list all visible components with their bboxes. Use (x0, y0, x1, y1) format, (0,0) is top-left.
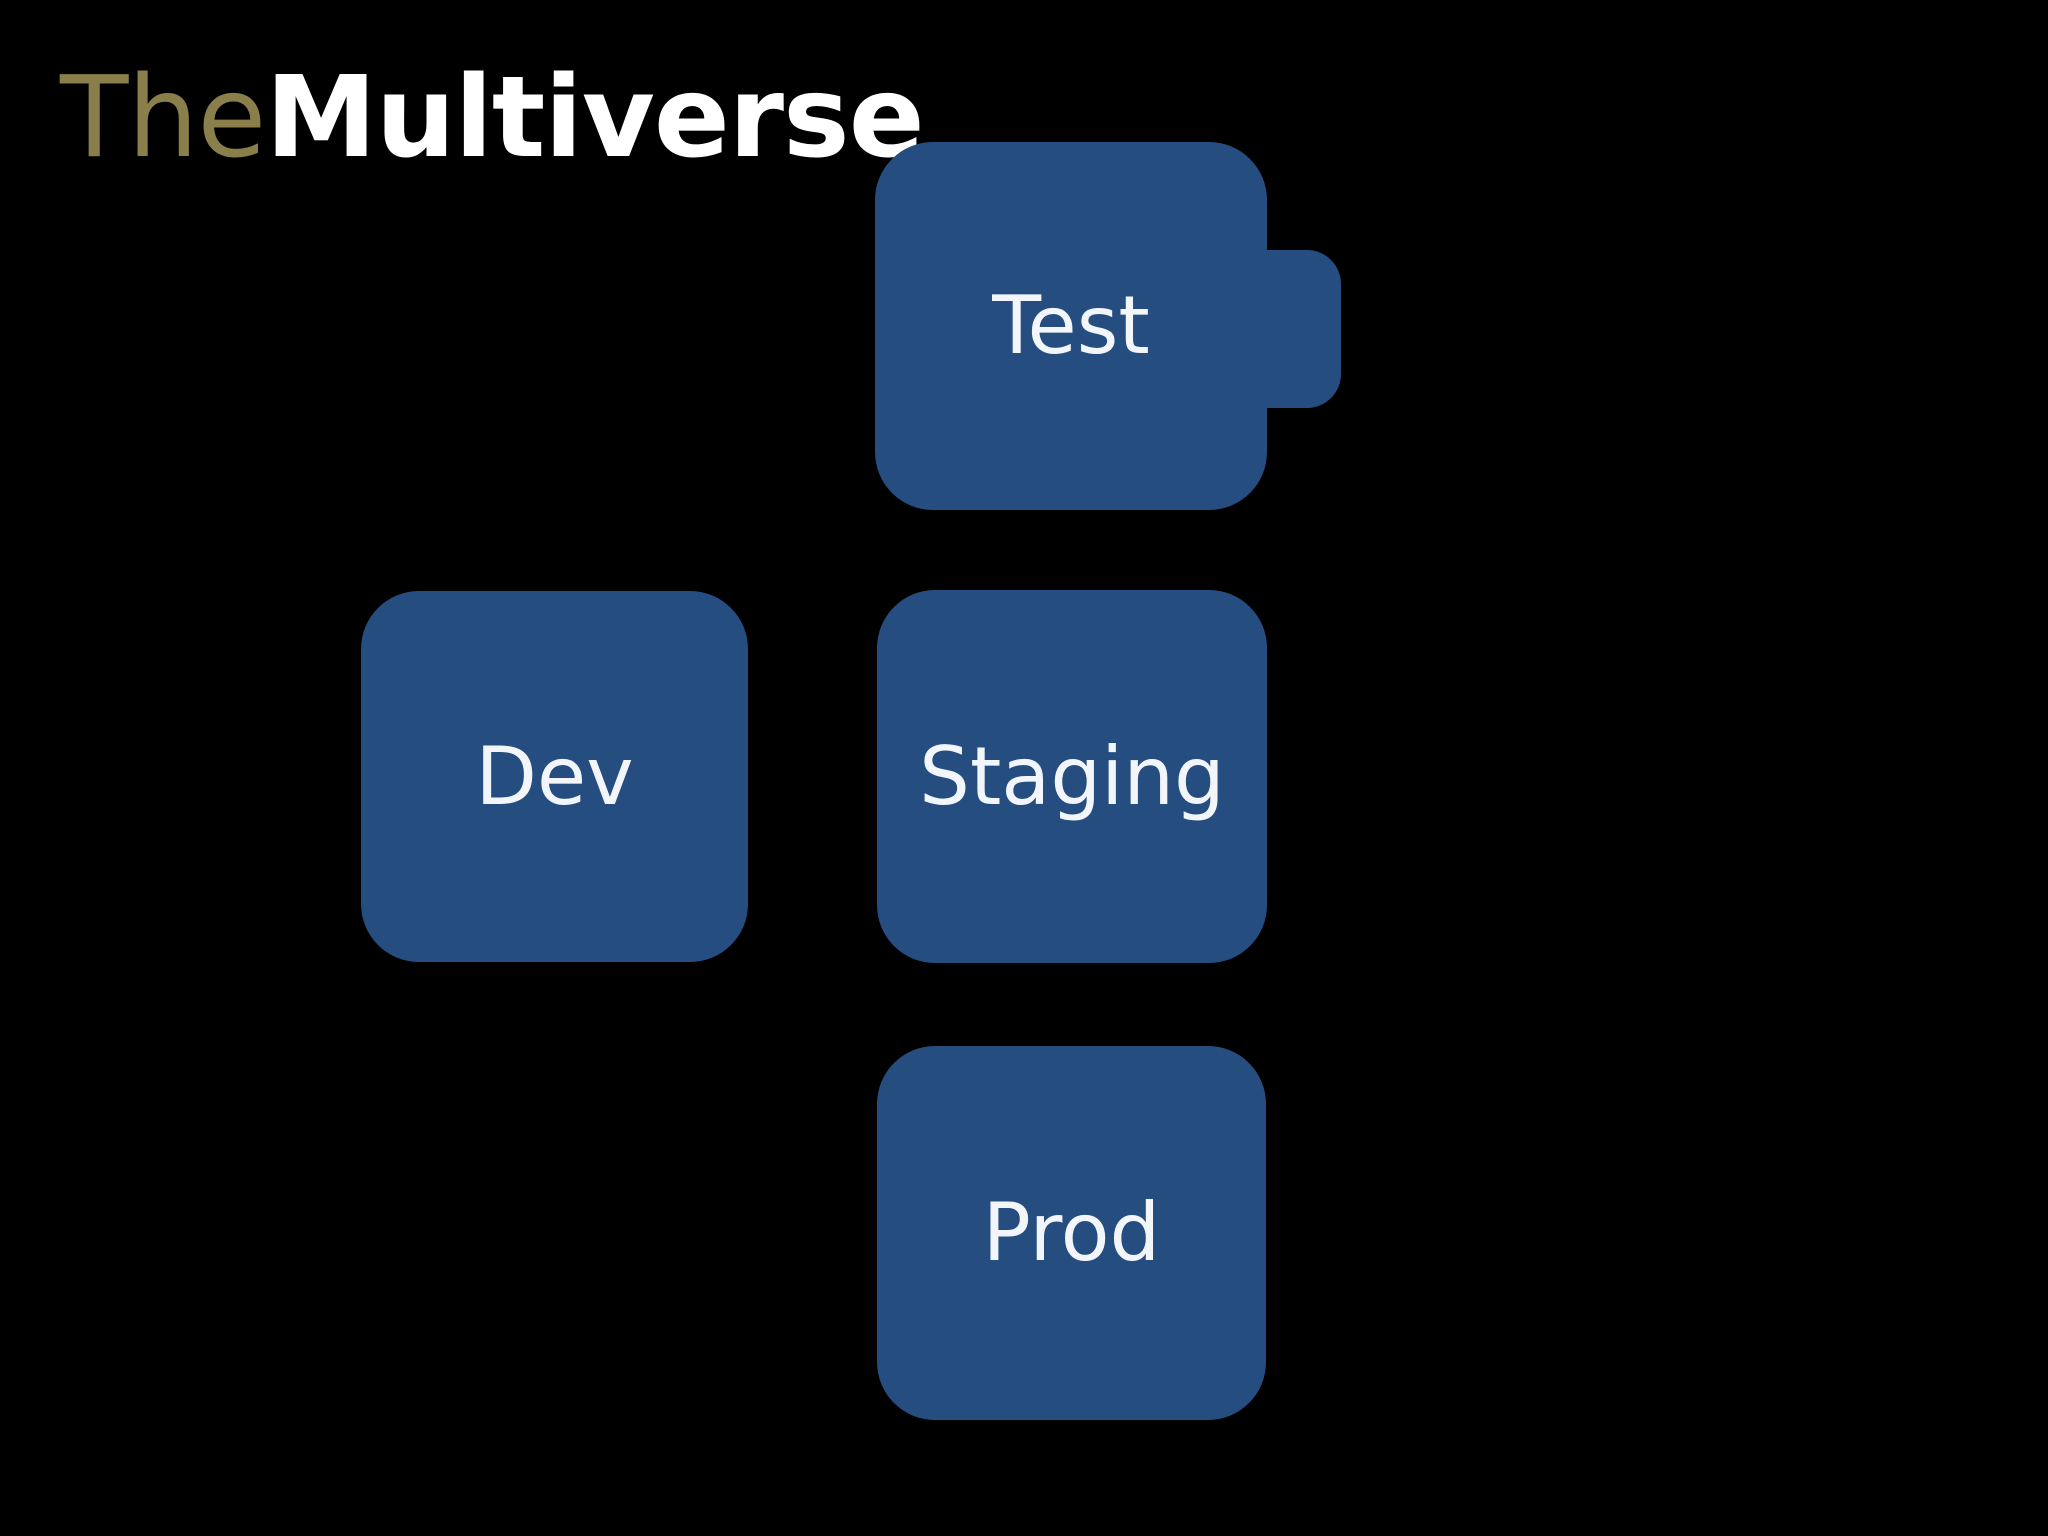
title-main: Multiverse (265, 53, 924, 183)
page-title: TheMultiverse (60, 52, 925, 184)
diagram-node-label: Test (992, 279, 1150, 372)
diagram-node-label: Prod (982, 1186, 1161, 1279)
diagram-node-dev[interactable]: Dev (361, 591, 748, 962)
test-node-tab-seam (1207, 250, 1269, 408)
title-prefix: The (60, 53, 266, 183)
diagram-node-label: Dev (475, 729, 634, 823)
diagram-node-label: Staging (919, 729, 1225, 823)
diagram-node-staging[interactable]: Staging (877, 590, 1267, 963)
diagram-node-test[interactable]: Test (875, 142, 1267, 510)
diagram-node-prod[interactable]: Prod (877, 1046, 1266, 1420)
